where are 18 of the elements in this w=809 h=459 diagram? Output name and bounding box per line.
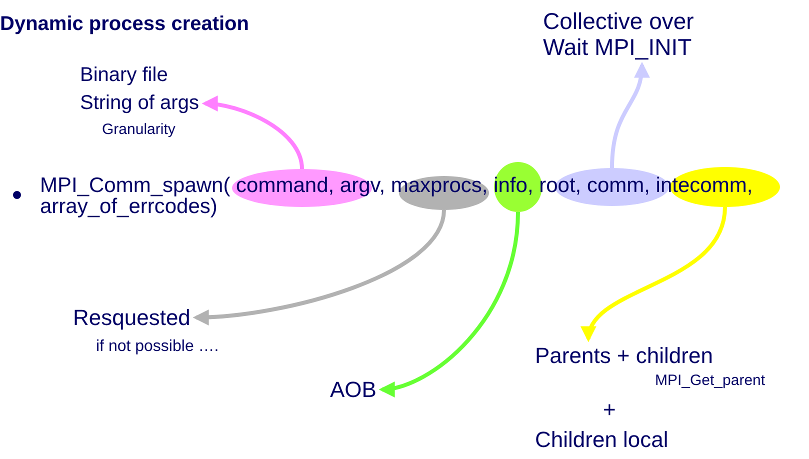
annotation-text: Resquested	[73, 305, 190, 330]
arrow	[202, 96, 304, 170]
highlight-ellipse	[494, 162, 542, 212]
annotation-note: if not possible ….	[96, 338, 219, 356]
annotation-text: Parents + children	[535, 343, 713, 368]
annotation-text: Collective over Wait MPI_INIT	[543, 8, 695, 61]
arrow	[192, 210, 446, 325]
slide-title: Dynamic process creation	[0, 13, 249, 36]
arrow	[610, 62, 650, 168]
annotation-note: MPI_Get_parent	[655, 372, 766, 390]
annotation-text: String of args	[80, 92, 199, 115]
arrow	[378, 212, 520, 396]
plus-sign: +	[603, 397, 616, 422]
annotation-text: Children local	[535, 427, 668, 452]
annotation-note: Granularity	[102, 121, 176, 138]
annotation-text: Binary file	[80, 64, 168, 87]
arrow	[583, 206, 727, 342]
annotation-text: AOB	[330, 377, 376, 402]
